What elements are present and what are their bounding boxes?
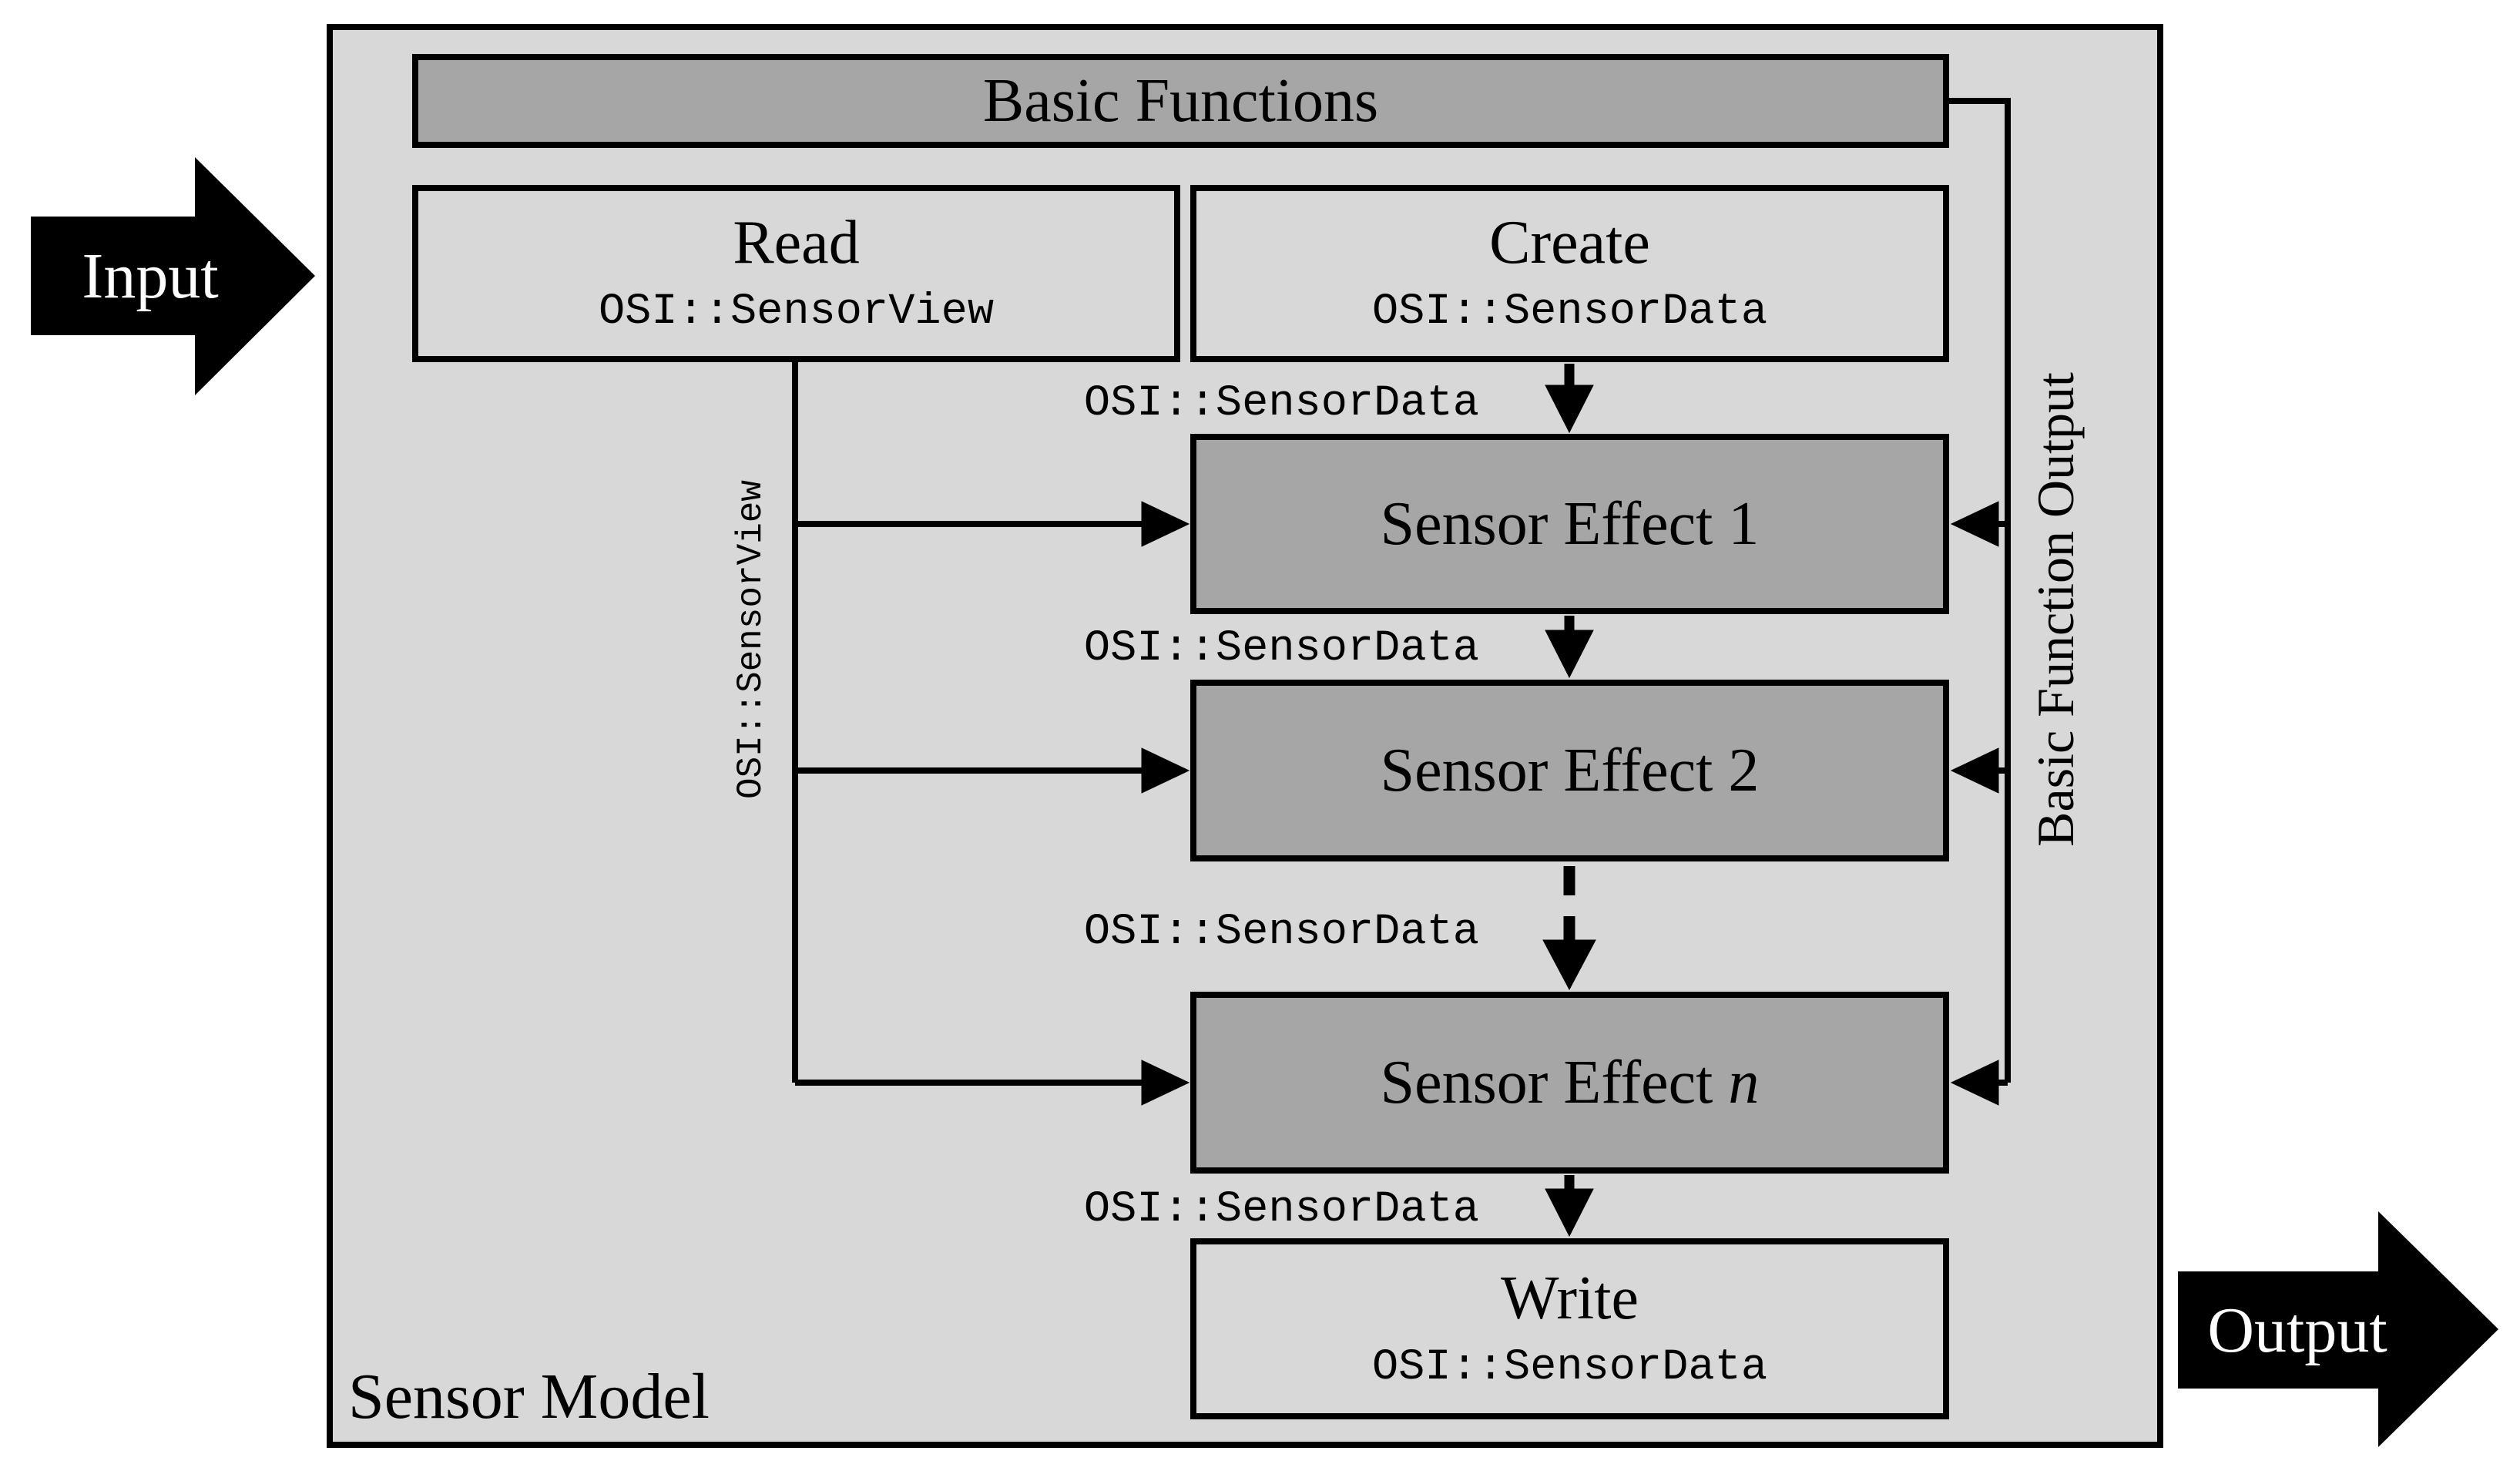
sensor-effect-2-label-suffix: 2	[1728, 737, 1760, 804]
sensor-model-label: Sensor Model	[348, 1361, 710, 1432]
sensor-effect-n-label-prefix: Sensor Effect	[1380, 1049, 1729, 1117]
create-box: Create OSI::SensorData	[1190, 185, 1949, 362]
flow-label-create-to-effect1: OSI::SensorData	[1083, 379, 1479, 428]
write-box-title: Write	[1501, 1264, 1639, 1332]
output-arrow-label: Output	[2207, 1294, 2387, 1366]
read-box-title: Read	[733, 209, 860, 277]
flow-label-effect1-to-effect2: OSI::SensorData	[1083, 624, 1479, 673]
create-box-subtitle: OSI::SensorData	[1371, 287, 1768, 337]
flow-label-effectn-to-write: OSI::SensorData	[1083, 1185, 1479, 1234]
create-box-title: Create	[1489, 209, 1650, 277]
sensor-effect-2-box: Sensor Effect 2	[1190, 680, 1949, 861]
flow-label-effect2-to-effectn: OSI::SensorData	[1083, 908, 1479, 957]
sensor-effect-2-label-prefix: Sensor Effect	[1380, 737, 1729, 804]
sensor-effect-n-box: Sensor Effect n	[1190, 992, 1949, 1174]
basic-functions-box: Basic Functions	[412, 54, 1949, 148]
input-arrow-label: Input	[82, 240, 219, 312]
write-box-subtitle: OSI::SensorData	[1371, 1342, 1768, 1392]
sensor-effect-n-label-suffix: n	[1728, 1049, 1760, 1117]
sensor-effect-1-box: Sensor Effect 1	[1190, 434, 1949, 614]
basic-functions-label: Basic Functions	[982, 67, 1379, 135]
sensor-effect-1-label: Sensor Effect 1	[1381, 491, 1760, 557]
read-box: Read OSI::SensorView	[412, 185, 1180, 362]
basic-function-output-vertical-label: Basic Function Output	[2025, 372, 2085, 847]
sensor-effect-1-label-prefix: Sensor Effect	[1380, 490, 1729, 558]
sensor-effect-n-label: Sensor Effect n	[1381, 1049, 1760, 1116]
sensorview-vertical-label: OSI::SensorView	[731, 479, 771, 800]
sensor-effect-2-label: Sensor Effect 2	[1381, 737, 1760, 804]
sensor-effect-1-label-suffix: 1	[1728, 490, 1760, 558]
write-box: Write OSI::SensorData	[1190, 1238, 1949, 1419]
read-box-subtitle: OSI::SensorView	[598, 287, 995, 337]
